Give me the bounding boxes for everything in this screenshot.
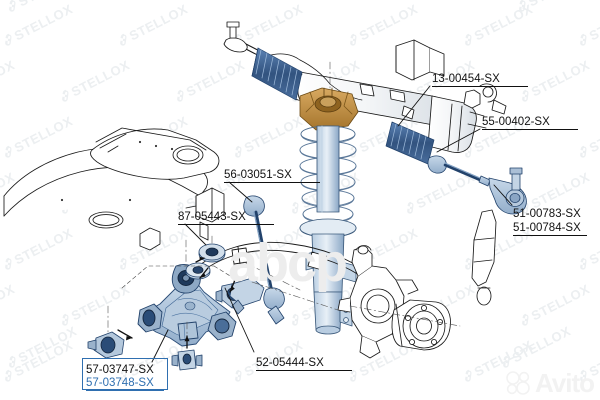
center-axes (107, 61, 461, 351)
inner-tie-rod (427, 155, 491, 187)
subframe-bushing-part (198, 243, 226, 263)
label-underline (432, 86, 528, 87)
leader-line-subframe-bushing (184, 223, 207, 246)
bracket-bushing-part (171, 349, 203, 371)
part-number-steering-rack-boot: 13-00454-SX (432, 73, 500, 85)
part-number-outer-tie-rod-end-right: 51-00784-SX (513, 222, 581, 234)
front-subframe (3, 127, 225, 251)
front-lower-control-arm (137, 264, 237, 347)
part-number-subframe-bushing: 87-05443-SX (178, 211, 246, 223)
leader-line-stabilizer-link (228, 181, 253, 203)
steering-rack (223, 21, 507, 153)
label-underline (224, 182, 320, 183)
part-number-control-arm-left: 57-03747-SX (86, 364, 154, 376)
assembly-bracket (121, 265, 241, 289)
assembly-arrows (117, 256, 236, 349)
leader-line-outer-tie-rod-end-left (493, 184, 513, 206)
label-underline (513, 235, 587, 236)
part-number-outer-tie-rod-end-left: 51-00783-SX (513, 208, 581, 220)
label-underline (86, 390, 164, 391)
ball-joint-part-2 (229, 277, 265, 315)
label-underline (256, 370, 352, 371)
leader-line-steering-rack-boot (397, 85, 431, 127)
steering-knuckle (337, 245, 419, 359)
part-number-ball-joint: 52-05444-SX (256, 357, 324, 369)
wheel-hub-bearing (391, 299, 451, 351)
strut-top-mount (299, 87, 359, 133)
leader-line-ball-joint (224, 287, 255, 353)
highlighted-part-box (82, 358, 168, 390)
right-link-bracket (471, 209, 497, 306)
label-underline (482, 129, 578, 130)
part-number-inner-tie-rod: 55-00402-SX (482, 116, 550, 128)
stabilizer-link (243, 195, 285, 325)
part-number-stabilizer-link: 56-03051-SX (224, 169, 292, 181)
outer-tie-rod-end (488, 167, 527, 215)
strut-mount-bracket (395, 39, 445, 81)
label-leader-lines (151, 85, 513, 363)
steering-rack-boot-left (251, 47, 303, 101)
leader-line-inner-tie-rod (436, 128, 481, 153)
leader-line-control-arm-left (151, 329, 169, 363)
label-underline (178, 224, 274, 225)
steering-rack-boot-right (385, 121, 435, 165)
rear-bushing-part (87, 331, 125, 359)
part-number-control-arm-right: 57-03748-SX (86, 377, 154, 389)
